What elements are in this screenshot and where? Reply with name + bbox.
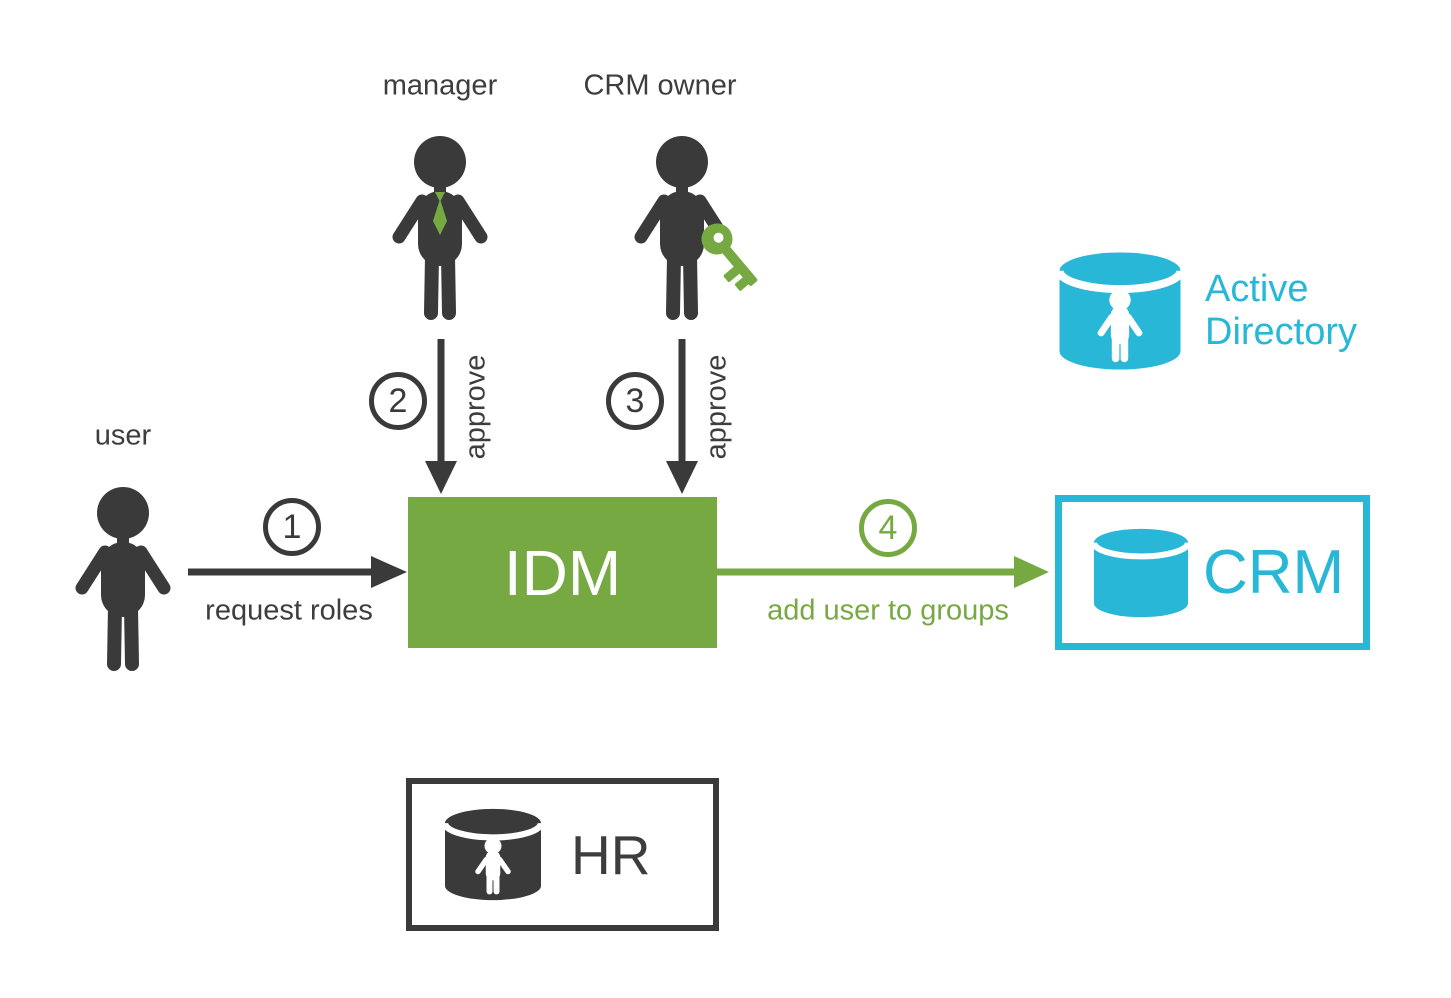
arrow-request-roles (188, 556, 407, 588)
person-glyph (475, 837, 511, 895)
manager-label: manager (382, 69, 498, 102)
step-3-number: 3 (625, 382, 645, 420)
tie-icon (433, 192, 447, 235)
step-2-number: 2 (388, 382, 408, 420)
key-icon (701, 223, 758, 291)
active-directory-label-line2: Directory (1205, 311, 1358, 353)
active-directory-label: Active Directory (1205, 268, 1357, 354)
crm-node: CRM (1055, 495, 1370, 650)
arrow-add-user-to-groups (717, 556, 1049, 588)
idm-node: IDM (408, 497, 717, 648)
user-person-icon (75, 487, 171, 671)
crm-owner-label: CRM owner (583, 69, 737, 102)
crm-label: CRM (1203, 538, 1345, 607)
idm-label: IDM (503, 536, 622, 609)
add-user-to-groups-label: add user to groups (767, 594, 1009, 627)
step-1-number: 1 (282, 508, 302, 546)
request-roles-label: request roles (205, 594, 373, 627)
user-label: user (94, 419, 152, 452)
step-4-badge: 4 (859, 499, 917, 557)
person-glyph (1097, 289, 1143, 363)
step-3-badge: 3 (606, 372, 664, 430)
crm-database-icon (1092, 528, 1190, 617)
active-directory-label-line1: Active (1205, 268, 1309, 310)
step-2-badge: 2 (369, 372, 427, 430)
step-4-number: 4 (878, 509, 898, 547)
arrow-approve-manager (425, 339, 457, 494)
arrow-approve-crm-owner (666, 339, 698, 494)
approve-label-crm-owner: approve (700, 354, 733, 460)
hr-database-icon (443, 808, 543, 901)
approve-label-manager: approve (459, 354, 492, 460)
active-directory-database-icon (1057, 252, 1183, 370)
step-1-badge: 1 (263, 498, 321, 556)
hr-node: HR (406, 778, 719, 931)
manager-person-icon (392, 136, 488, 320)
crm-owner-person-icon (634, 136, 758, 320)
hr-label: HR (571, 823, 651, 886)
